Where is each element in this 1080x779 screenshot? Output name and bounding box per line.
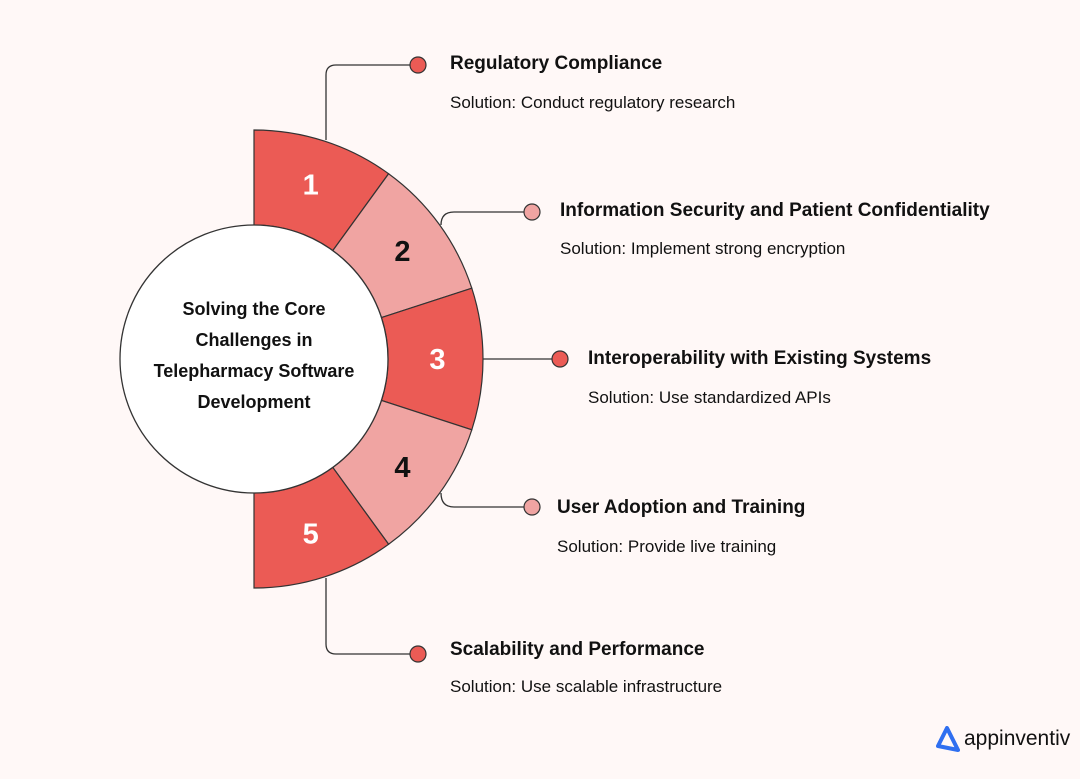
marker-dot-4 [523,498,541,516]
center-circle [119,224,389,494]
item-3-title: Interoperability with Existing Systems [588,348,932,369]
marker-dot-1 [409,56,427,74]
logo-icon [936,726,960,752]
brand-logo: appinventiv [934,726,1070,752]
item-1-solution: Solution: Conduct regulatory research [450,93,736,112]
center-title: Solving the Core Challenges in Telepharm… [153,299,355,412]
item-2-solution: Solution: Implement strong encryption [560,239,846,258]
connector-line-5 [325,578,418,655]
item-4-title: User Adoption and Training [557,497,806,518]
logo-text: appinventiv [964,727,1071,750]
connector-line-1 [325,64,418,140]
segment-number-2: 2 [394,236,410,268]
segment-number-5: 5 [303,519,319,551]
marker-dot-2 [523,203,541,221]
item-2-title: Information Security and Patient Confide… [560,200,990,221]
marker-dot-3 [551,350,569,368]
segment-number-1: 1 [303,169,319,201]
item-4-solution: Solution: Provide live training [557,537,777,556]
connector-line-4 [440,492,532,508]
connector-line-2 [440,211,532,226]
item-3-solution: Solution: Use standardized APIs [588,388,831,407]
marker-dot-5 [409,645,427,663]
item-1-title: Regulatory Compliance [450,53,663,74]
item-5-title: Scalability and Performance [450,639,705,660]
segment-number-4: 4 [394,452,410,484]
segment-number-3: 3 [429,344,445,376]
item-5-solution: Solution: Use scalable infrastructure [450,677,723,696]
